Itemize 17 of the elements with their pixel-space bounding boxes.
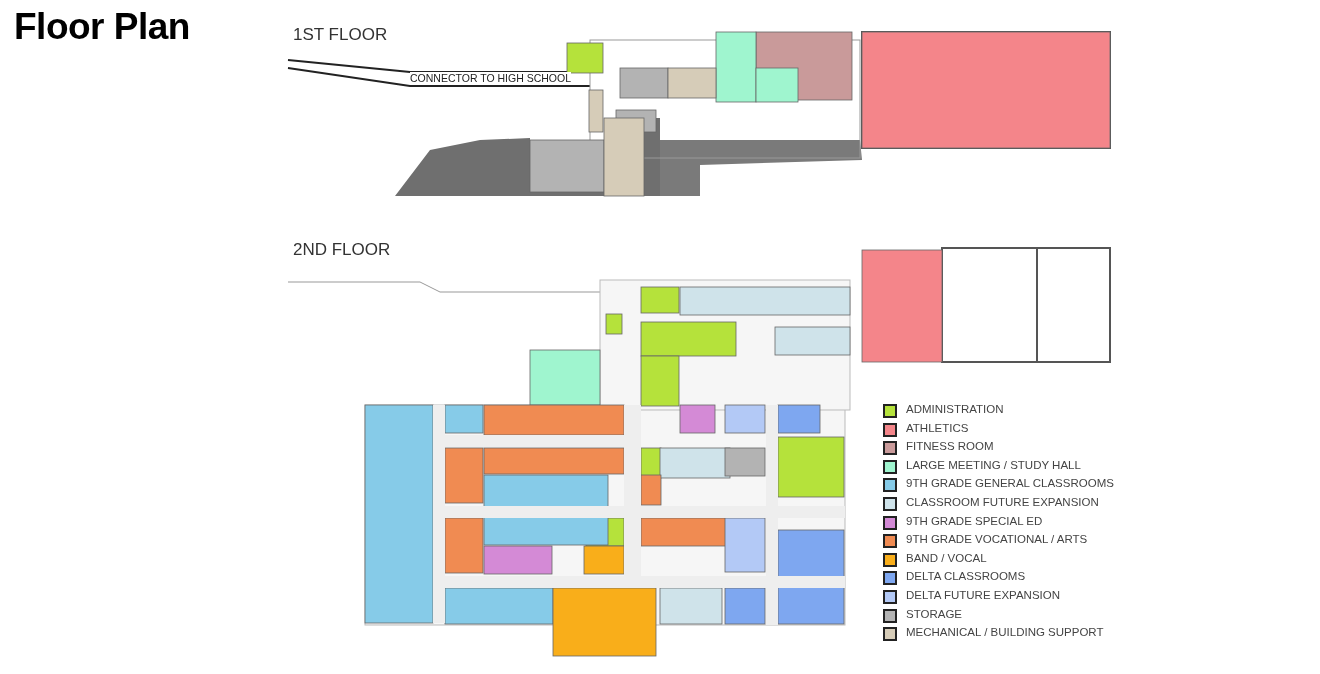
legend-text: 9TH GRADE SPECIAL ED	[906, 514, 1043, 527]
floor-label: 1ST FLOOR	[293, 25, 388, 45]
legend-text: STORAGE	[906, 607, 963, 620]
page-title: Floor Plan	[14, 6, 190, 48]
legend-text: LARGE MEETING / STUDY HALL	[906, 458, 1081, 471]
legend-text: ADMINISTRATION	[906, 403, 1004, 415]
legend-text: BAND / VOCAL	[906, 551, 987, 564]
legend-text: CLASSROOM FUTURE EXPANSION	[906, 496, 1099, 508]
corridor-label: CONNECTOR TO HIGH SCHOOL	[410, 72, 572, 84]
legend-text: DELTA CLASSROOMS	[906, 570, 1026, 583]
legend-text: DELTA FUTURE EXPANSION	[906, 589, 1060, 601]
floor-label: 2ND FLOOR	[293, 240, 391, 260]
legend-text: ATHLETICS	[906, 421, 969, 434]
legend-text: FITNESS ROOM	[906, 440, 994, 453]
legend-text: 9TH GRADE GENERAL CLASSROOMS	[906, 477, 1114, 490]
legend-text: 9TH GRADE VOCATIONAL / ARTS	[906, 533, 1088, 546]
legend-text: MECHANICAL / BUILDING SUPPORT	[906, 626, 1104, 639]
